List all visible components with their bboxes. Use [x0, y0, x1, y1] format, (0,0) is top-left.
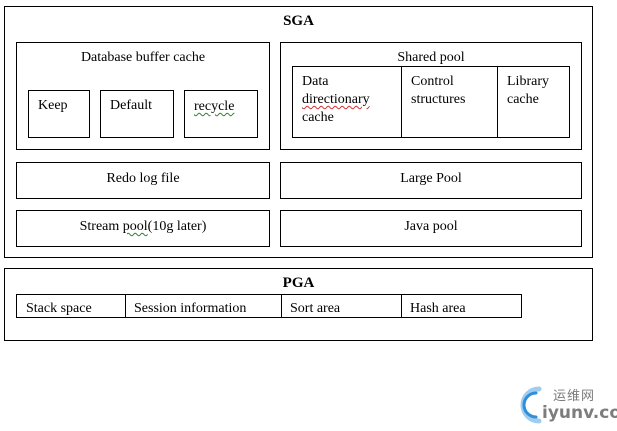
sga-title: SGA: [283, 13, 314, 29]
pga-areas-row: Stack space Session information Sort are…: [16, 294, 522, 318]
pga-container: PGA Stack space Session information Sort…: [4, 268, 593, 341]
data-dictionary-cache-cell: Data directionary cache: [292, 66, 402, 138]
java-pool-label: Java pool: [404, 219, 458, 234]
default-pool-box: Default: [100, 90, 174, 138]
control-structures-text: Control structures: [411, 74, 466, 107]
session-information-label: Session information: [134, 301, 247, 316]
keep-pool-box: Keep: [28, 90, 90, 138]
sort-area-label: Sort area: [290, 301, 341, 316]
hash-area-label: Hash area: [410, 301, 466, 316]
redo-log-file-box: Redo log file: [16, 162, 270, 199]
pga-divider: [401, 295, 402, 317]
pga-divider: [125, 295, 126, 317]
control-structures-cell: Control structures: [401, 66, 498, 138]
stream-pool-box: Stream pool(10g later): [16, 210, 270, 247]
watermark-text-cn: 运维网: [553, 389, 596, 404]
recycle-pool-box: recycle: [184, 90, 258, 138]
java-pool-box: Java pool: [280, 210, 582, 247]
data-dictionary-cache-text: Data directionary cache: [302, 74, 370, 125]
redo-log-file-label: Redo log file: [106, 171, 180, 186]
watermark-text-en: iyunv.com: [542, 403, 617, 423]
shared-pool-label: Shared pool: [397, 50, 465, 65]
recycle-pool-label: recycle: [194, 99, 235, 114]
library-cache-text: Library cache: [507, 74, 549, 107]
pga-divider: [281, 295, 282, 317]
database-buffer-cache-label: Database buffer cache: [80, 50, 206, 65]
watermark-logo-icon: [520, 386, 542, 424]
stream-pool-label: Stream pool(10g later): [79, 219, 207, 234]
pga-title: PGA: [282, 275, 315, 291]
keep-pool-label: Keep: [38, 98, 68, 113]
shared-pool-box: Shared pool Data directionary cache Cont…: [280, 42, 582, 150]
large-pool-label: Large Pool: [400, 171, 462, 186]
stack-space-label: Stack space: [26, 301, 92, 316]
large-pool-box: Large Pool: [280, 162, 582, 199]
site-watermark: 运维网 iyunv.com: [512, 381, 617, 429]
database-buffer-cache-box: Database buffer cache Keep Default recyc…: [16, 42, 270, 150]
default-pool-label: Default: [110, 98, 152, 113]
library-cache-cell: Library cache: [497, 66, 570, 138]
sga-container: SGA Database buffer cache Keep Default r…: [4, 6, 593, 258]
